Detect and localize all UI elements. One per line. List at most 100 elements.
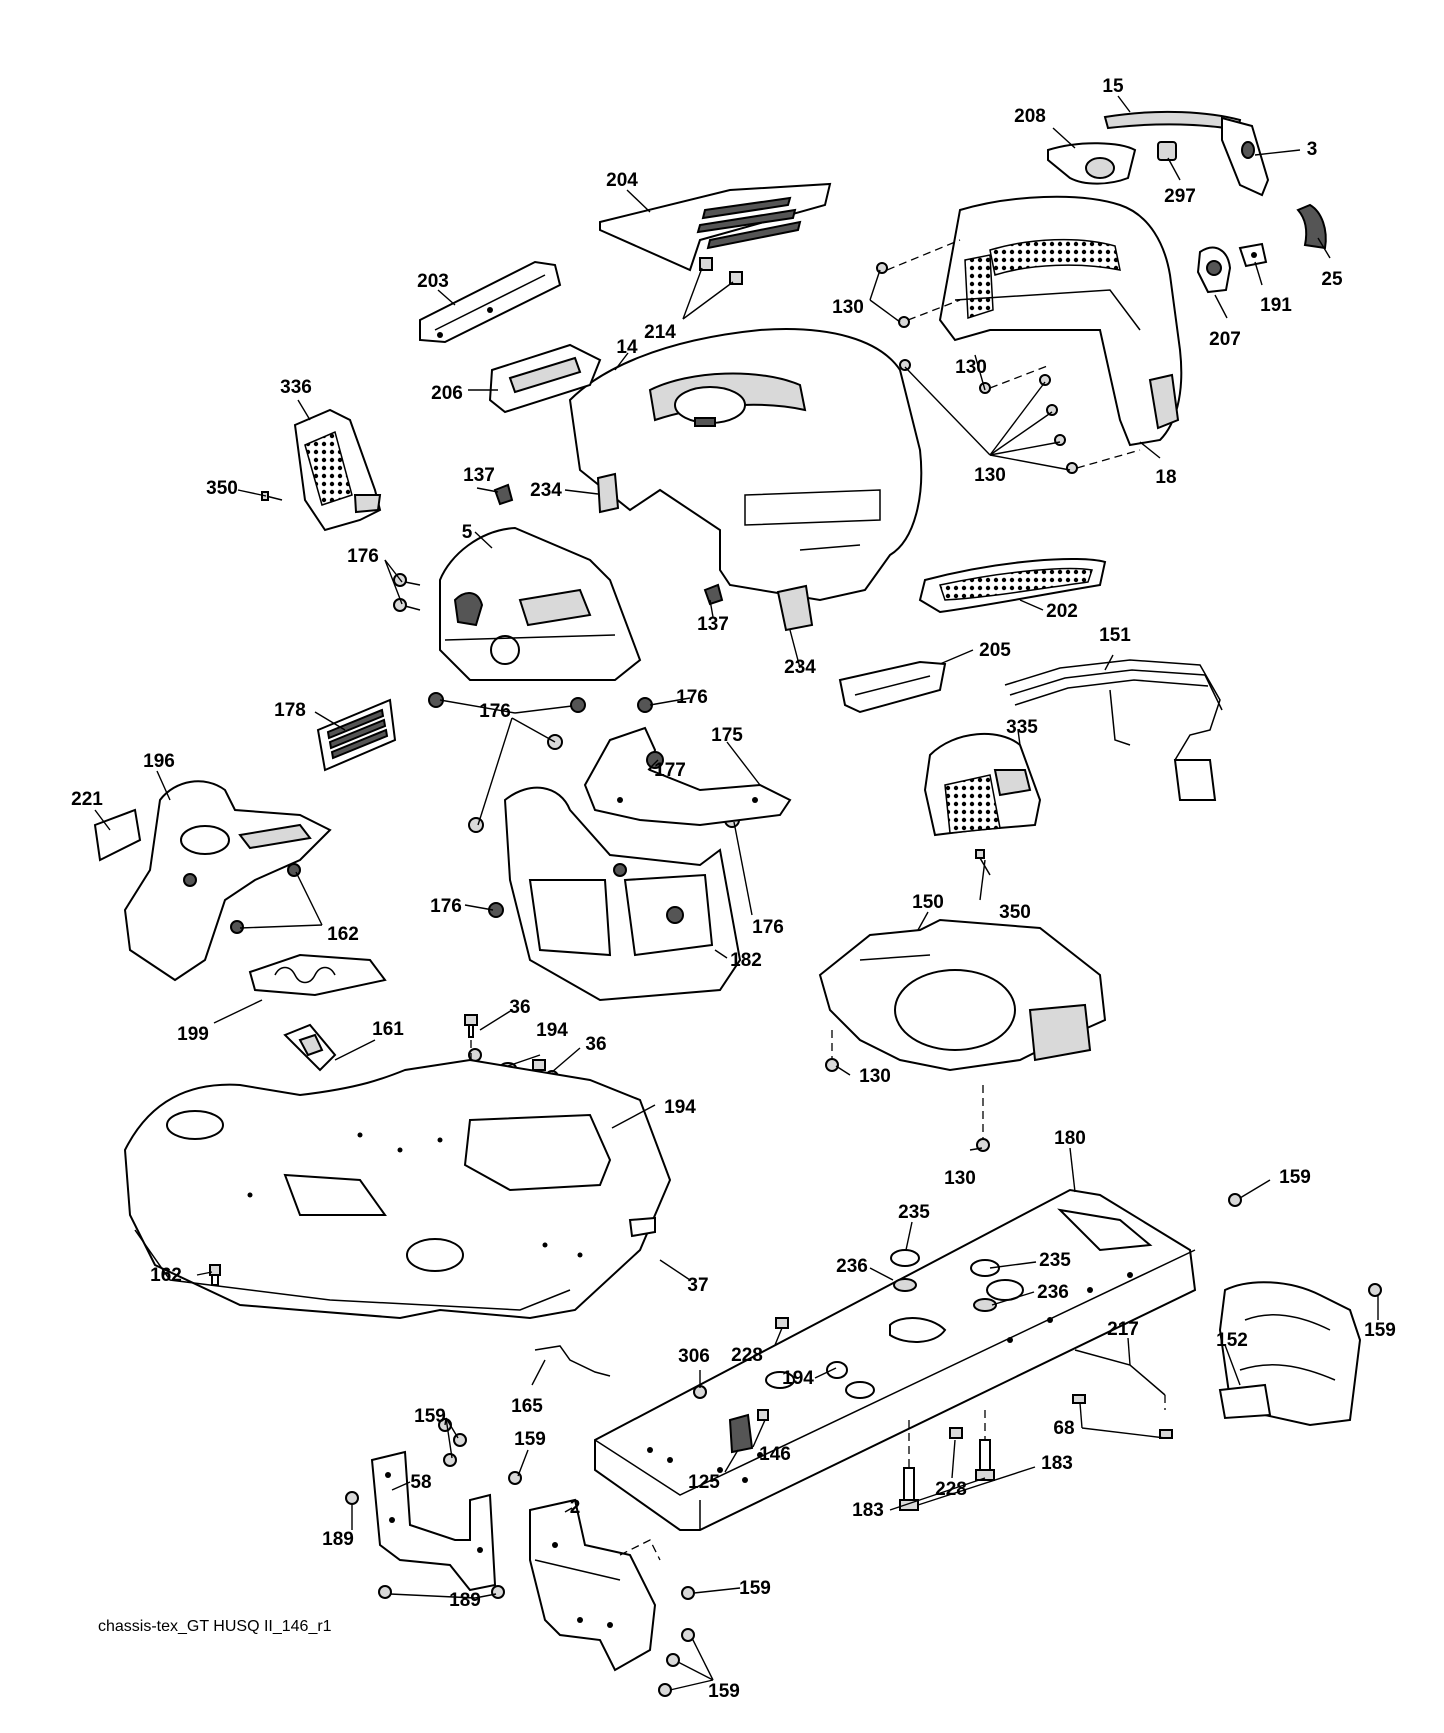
part-58-bracket <box>370 1450 497 1592</box>
part-175-bracket <box>583 726 792 827</box>
callout-25: 25 <box>1321 269 1343 290</box>
callout-214: 214 <box>644 322 676 343</box>
callout-159a: 159 <box>1279 1167 1311 1188</box>
part-18-front-nose <box>938 195 1183 447</box>
callout-159f: 159 <box>708 1681 740 1702</box>
callout-199: 199 <box>177 1024 209 1045</box>
part-350-screw-b <box>975 849 991 876</box>
callout-130c: 130 <box>974 465 1006 486</box>
callout-125: 125 <box>688 1472 720 1493</box>
callout-130b: 130 <box>955 357 987 378</box>
callout-207: 207 <box>1209 329 1241 350</box>
callout-36a: 36 <box>509 997 530 1018</box>
callout-150: 150 <box>912 892 944 913</box>
callout-196: 196 <box>143 751 175 772</box>
callout-235b: 235 <box>1039 1250 1071 1271</box>
part-336-side-panel <box>293 408 382 532</box>
leader-lines <box>94 95 1379 1691</box>
part-68-bolts <box>1072 1394 1173 1439</box>
callout-217: 217 <box>1107 1319 1139 1340</box>
callout-206: 206 <box>431 383 463 404</box>
part-202-grille <box>918 558 1107 614</box>
callout-203: 203 <box>417 271 449 292</box>
callout-18: 18 <box>1155 467 1176 488</box>
callout-177: 177 <box>654 760 686 781</box>
part-221-decal <box>93 808 142 862</box>
part-37-footrest <box>123 1058 672 1320</box>
part-3-side-trim <box>1221 116 1270 197</box>
callout-336: 336 <box>280 377 312 398</box>
part-137-clip-a <box>493 483 514 506</box>
callout-58: 58 <box>410 1472 431 1493</box>
diagram-caption: chassis-tex_GT HUSQ II_146_r1 <box>98 1618 332 1635</box>
callout-15: 15 <box>1102 76 1124 97</box>
part-15-trim-strip <box>1103 110 1242 132</box>
callout-159b: 159 <box>1364 1320 1396 1341</box>
callout-130e: 130 <box>944 1168 976 1189</box>
part-14-hood <box>568 328 923 602</box>
part-206-console <box>488 343 602 414</box>
part-25-lens <box>1296 203 1327 250</box>
callout-221: 221 <box>71 789 103 810</box>
part-159-screws-rear <box>1228 1193 1382 1297</box>
part-159-189-fasteners <box>345 1418 695 1697</box>
part-207-headlight <box>1196 246 1232 294</box>
callout-194b: 194 <box>664 1097 696 1118</box>
callout-159c: 159 <box>414 1406 446 1427</box>
callout-159d: 159 <box>514 1429 546 1450</box>
callout-2: 2 <box>570 1497 581 1518</box>
callout-208: 208 <box>1014 106 1046 127</box>
callout-14: 14 <box>616 337 638 358</box>
callout-labels: 15 208 3 297 204 25 191 207 130 130 130 … <box>71 76 1396 1702</box>
callout-162b: 162 <box>150 1265 182 1286</box>
callout-146: 146 <box>759 1444 791 1465</box>
callout-130a: 130 <box>832 297 864 318</box>
part-196-fender <box>123 780 332 982</box>
callout-191: 191 <box>1260 295 1292 316</box>
callout-162a: 162 <box>327 924 359 945</box>
callout-175: 175 <box>711 725 743 746</box>
part-234-pad-a <box>596 472 620 514</box>
part-208-light-housing <box>1047 142 1137 185</box>
callout-68: 68 <box>1053 1418 1074 1439</box>
callout-228a: 228 <box>731 1345 763 1366</box>
part-228-306-fasteners <box>693 1317 963 1439</box>
callout-159e: 159 <box>739 1578 771 1599</box>
part-161-bracket <box>283 1023 337 1072</box>
callout-205: 205 <box>979 640 1011 661</box>
part-5-dash-upper <box>439 526 642 681</box>
part-152-rear-bracket <box>1218 1281 1362 1427</box>
callout-176a: 176 <box>347 546 379 567</box>
part-234-pad-b <box>776 584 814 632</box>
callout-36b: 36 <box>585 1034 606 1055</box>
callout-335: 335 <box>1006 717 1038 738</box>
part-2-bracket <box>529 1498 661 1672</box>
callout-350a: 350 <box>206 478 238 499</box>
callout-183a: 183 <box>1041 1453 1073 1474</box>
callout-236a: 236 <box>836 1256 868 1277</box>
part-151-bracket <box>1004 659 1223 801</box>
part-297-clip <box>1157 141 1177 161</box>
part-165-rod <box>534 1345 611 1377</box>
callout-152: 152 <box>1216 1330 1248 1351</box>
callout-236b: 236 <box>1037 1282 1069 1303</box>
part-191-clip <box>1238 242 1268 268</box>
part-199-plate <box>248 953 387 997</box>
callout-194a: 194 <box>536 1020 568 1041</box>
callout-204: 204 <box>606 170 638 191</box>
part-182-dash-lower <box>503 786 742 1002</box>
callout-189a: 189 <box>322 1529 354 1550</box>
callout-137b: 137 <box>697 614 729 635</box>
callout-176e: 176 <box>752 917 784 938</box>
part-150-floor-pan <box>818 918 1107 1072</box>
part-335-side-panel <box>923 732 1042 837</box>
callout-350b: 350 <box>999 902 1031 923</box>
callout-178: 178 <box>274 700 306 721</box>
callout-176d: 176 <box>430 896 462 917</box>
callout-3: 3 <box>1307 139 1318 160</box>
callout-176c: 176 <box>676 687 708 708</box>
part-125-146-brackets <box>728 1409 769 1454</box>
callout-130d: 130 <box>859 1066 891 1087</box>
